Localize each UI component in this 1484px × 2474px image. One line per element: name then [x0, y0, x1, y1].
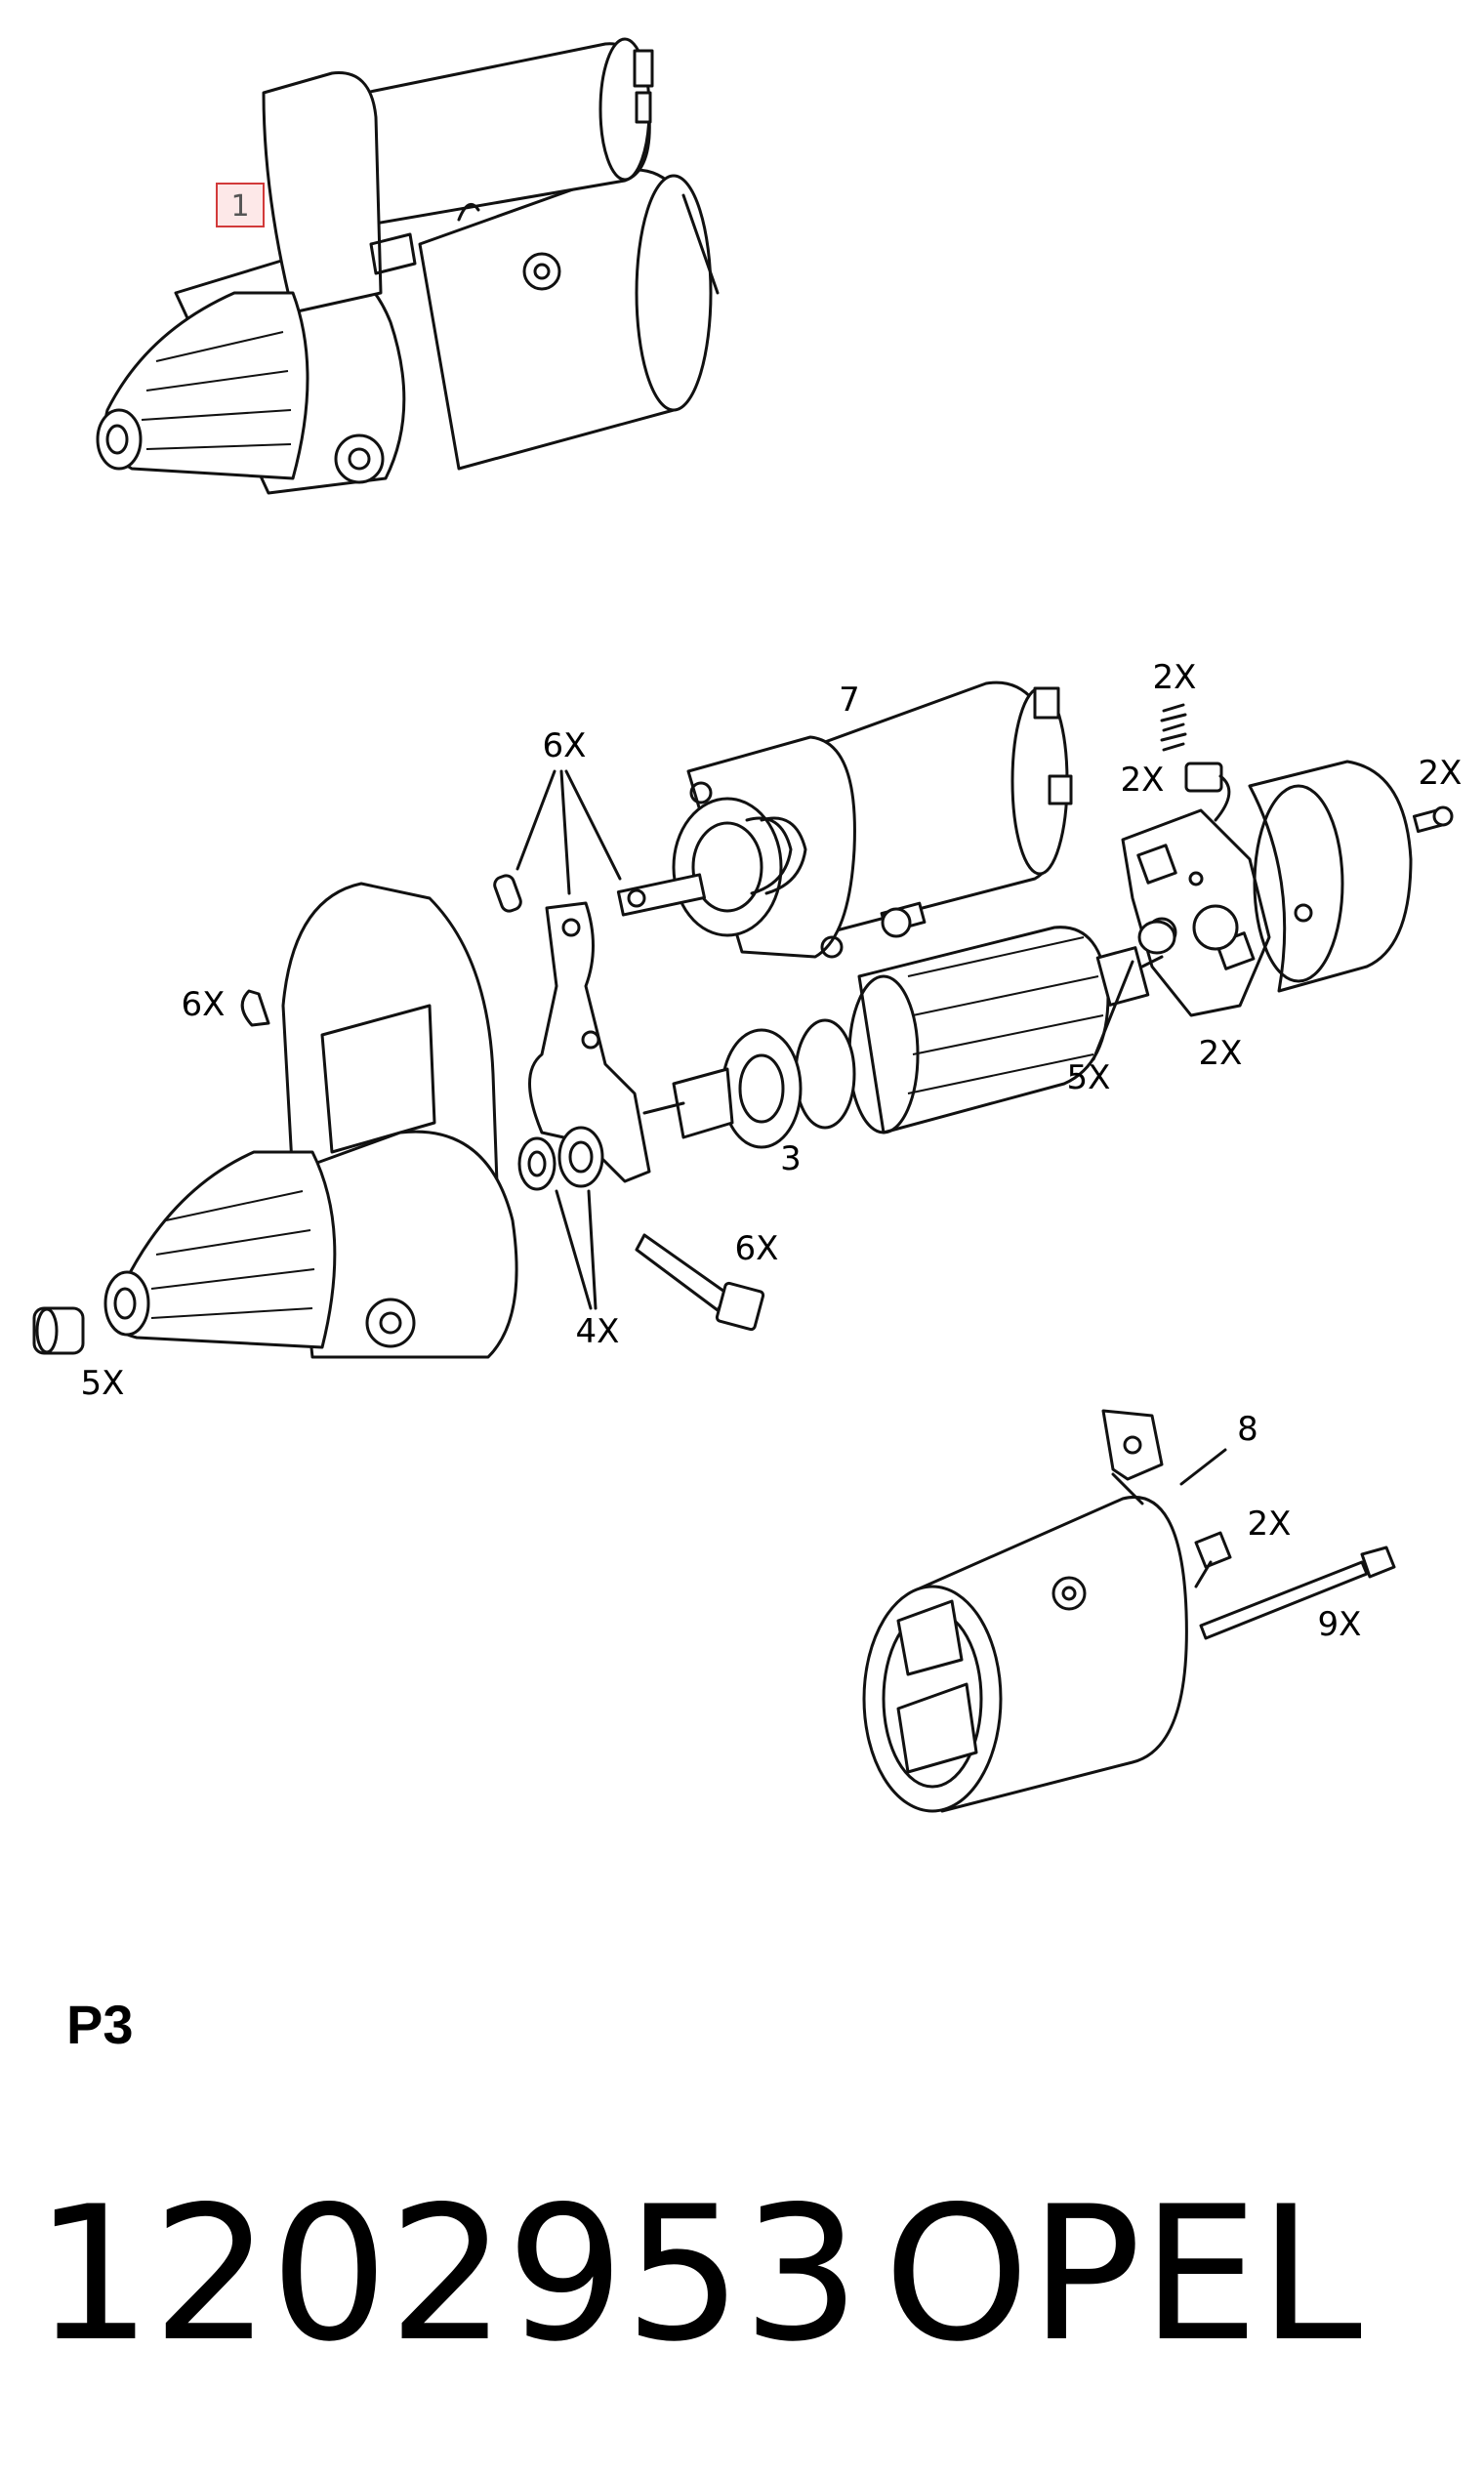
label-6x-pins: 6X: [543, 726, 587, 765]
page-code: P3: [66, 1994, 134, 2055]
brush: [1184, 762, 1231, 822]
shift-lever: [528, 901, 651, 1183]
end-cap-screw: [1412, 805, 1454, 834]
label-3: 3: [780, 1139, 802, 1178]
label-4x: 4X: [576, 1312, 620, 1351]
label-6x-clip: 6X: [182, 985, 226, 1024]
label-2x-screw: 2X: [1419, 754, 1463, 793]
washers: [517, 1126, 604, 1310]
bushing-right: [1092, 920, 1176, 1061]
brand-name: OPEL: [884, 2166, 1362, 2382]
terminal-nut: [1194, 1531, 1232, 1588]
label-6x-bolt: 6X: [735, 1229, 779, 1268]
callout-tag-label: 1: [230, 189, 249, 224]
solenoid-part: [616, 680, 1073, 959]
label-7: 7: [839, 680, 860, 720]
dowel-pins: [493, 769, 622, 913]
field-housing: [862, 1496, 1188, 1813]
through-bolt: [635, 1233, 765, 1332]
label-2x-spring: 2X: [1153, 658, 1197, 697]
label-5x-right: 5X: [1067, 1058, 1111, 1097]
terminal-bracket: [1101, 1409, 1227, 1505]
label-2x-holder: 2X: [1199, 1034, 1243, 1073]
brush-holder-plate: [1121, 808, 1271, 1017]
label-2x-brush: 2X: [1121, 761, 1165, 800]
callout-tag-1[interactable]: 1: [216, 183, 265, 227]
label-9x: 9X: [1318, 1605, 1362, 1644]
commutator-end-cap: [1248, 760, 1413, 993]
long-stud: [1199, 1546, 1396, 1640]
retaining-clip: [240, 989, 270, 1027]
label-2x-lower: 2X: [1248, 1505, 1292, 1544]
solenoid-screw: [880, 901, 927, 938]
brush-spring: [1160, 703, 1187, 752]
part-number: 1202953: [34, 2166, 860, 2382]
armature: [642, 926, 1164, 1149]
assembled-starter-motor: [96, 37, 720, 495]
drive-end-housing: [103, 882, 518, 1359]
bushing-left: [32, 1306, 85, 1355]
label-8: 8: [1237, 1410, 1258, 1449]
label-5x-left: 5X: [81, 1364, 125, 1403]
